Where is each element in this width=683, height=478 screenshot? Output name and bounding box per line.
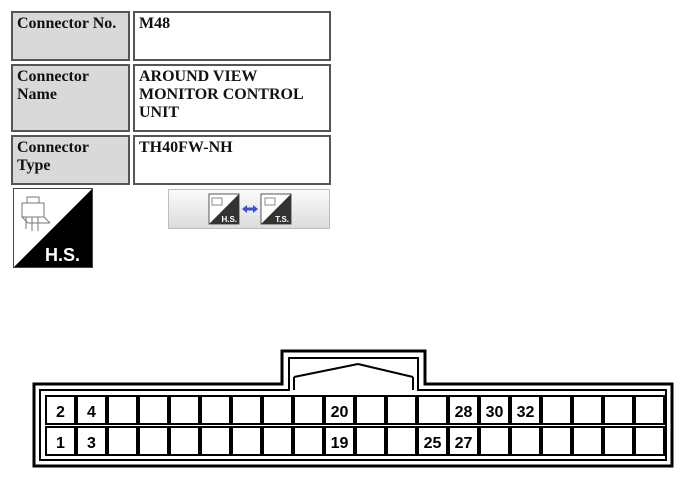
harness-side-mini-icon: H.S.: [208, 193, 240, 225]
pin-cavity: [386, 395, 417, 425]
pin-cavity: [107, 395, 138, 425]
pin-cavity: [541, 395, 572, 425]
pin-cavity: [510, 426, 541, 456]
pin-number-label: 20: [331, 404, 349, 421]
pin-number-label: 28: [455, 404, 473, 421]
pin-cavity: [138, 426, 169, 456]
pin-cavity: [479, 395, 510, 425]
pin-cavity: [138, 395, 169, 425]
pin-cavity: [510, 395, 541, 425]
pin-cavity: [262, 395, 293, 425]
pin-cavity: [572, 395, 603, 425]
pin-cavity: [324, 426, 355, 456]
pin-cavity: [634, 395, 665, 425]
pin-number-label: 30: [486, 404, 504, 421]
pin-cavity: [417, 426, 448, 456]
swap-arrow-icon: [242, 205, 258, 213]
pin-cavity: [293, 426, 324, 456]
toggle-hs-label: H.S.: [221, 215, 237, 224]
pin-cavity: [355, 395, 386, 425]
pin-number-label: 27: [455, 435, 473, 452]
terminal-side-mini-icon: T.S.: [260, 193, 292, 225]
connector-inner-outline: [39, 357, 667, 461]
pin-cavity: [324, 395, 355, 425]
pin-cavity: [541, 426, 572, 456]
hs-badge-label: H.S.: [45, 245, 80, 265]
pin-number-label: 2: [56, 404, 65, 421]
pin-cavity: [200, 395, 231, 425]
connector-type-value: TH40FW-NH: [133, 135, 331, 185]
pin-cavity: [448, 426, 479, 456]
pin-cavity: [76, 395, 107, 425]
pin-cavity: [479, 426, 510, 456]
pin-cavity: [417, 395, 448, 425]
pin-cavity: [200, 426, 231, 456]
connector-name-value: AROUND VIEW MONITOR CONTROL UNIT: [133, 64, 331, 132]
pin-number-label: 32: [517, 404, 535, 421]
connector-info-table: Connector No. M48 Connector Name AROUND …: [8, 8, 334, 188]
connector-no-value: M48: [133, 11, 331, 61]
pin-number-label: 19: [331, 435, 349, 452]
connector-no-label: Connector No.: [11, 11, 130, 61]
pin-cavity: [169, 426, 200, 456]
pin-cavity: [603, 395, 634, 425]
connector-type-label: Connector Type: [11, 135, 130, 185]
pin-cavity: [386, 426, 417, 456]
connector-name-label: Connector Name: [11, 64, 130, 132]
pin-cavity: [293, 395, 324, 425]
harness-side-icon: H.S.: [13, 188, 93, 268]
pin-number-label: 25: [424, 435, 442, 452]
hs-ts-toggle-button[interactable]: H.S. T.S.: [168, 189, 330, 229]
pin-number-label: 4: [87, 404, 96, 421]
pin-cavity: [448, 395, 479, 425]
pin-cavity: [262, 426, 293, 456]
pin-cavity: [231, 426, 262, 456]
pin-cavity: [603, 426, 634, 456]
pin-cavity: [169, 395, 200, 425]
pin-cavity: [634, 426, 665, 456]
toggle-ts-label: T.S.: [275, 215, 289, 224]
pin-cavity: [45, 426, 76, 456]
pin-number-label: 1: [56, 435, 65, 452]
pin-cavity: [76, 426, 107, 456]
pin-cavity: [572, 426, 603, 456]
connector-lock-tab: [293, 363, 414, 390]
pin-cavity: [231, 395, 262, 425]
pin-cavity: [107, 426, 138, 456]
pin-cavity: [355, 426, 386, 456]
pin-number-label: 3: [87, 435, 96, 452]
pin-cavity: [45, 395, 76, 425]
